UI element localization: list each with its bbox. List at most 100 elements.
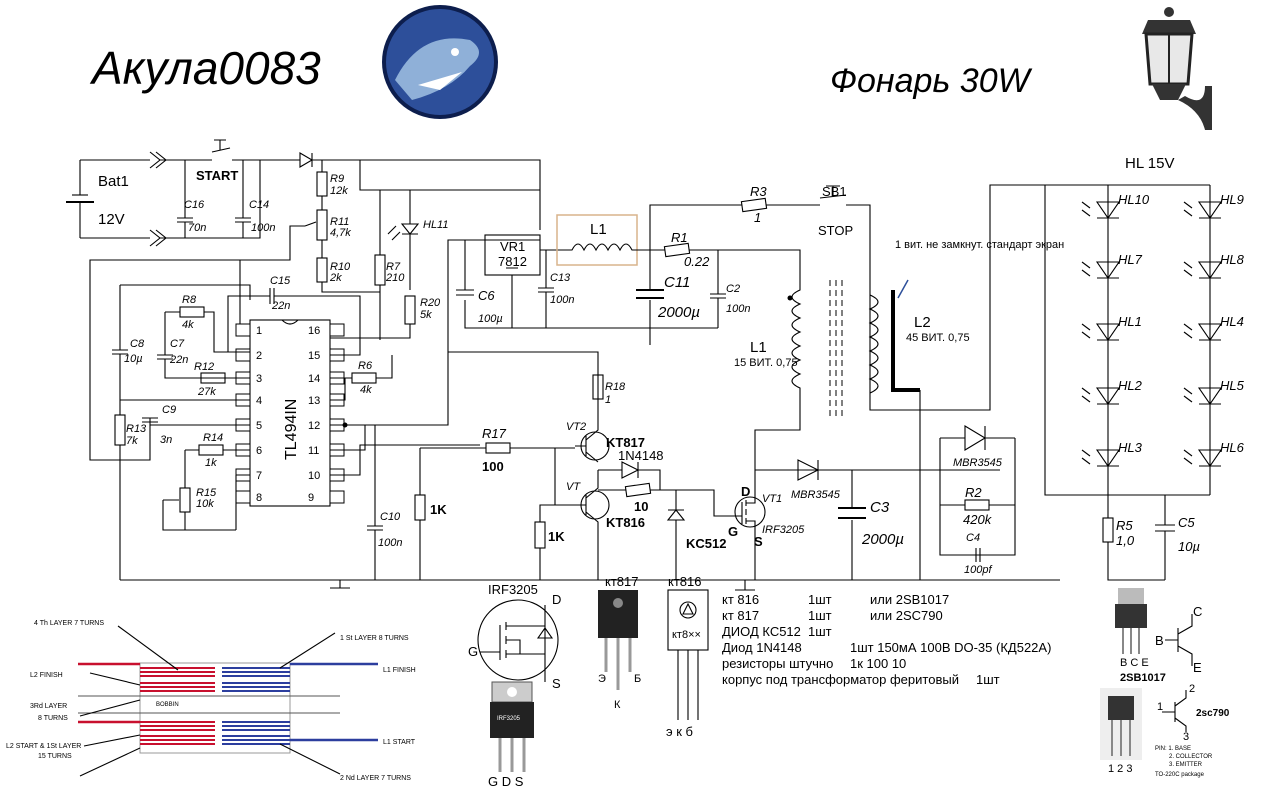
svg-text:4 Th LAYER 7 TURNS: 4 Th LAYER 7 TURNS (34, 620, 104, 627)
svg-text:VT2: VT2 (566, 421, 586, 433)
svg-text:15 ВИТ. 0,75: 15 ВИТ. 0,75 (734, 357, 798, 369)
led-hl8: HL8 (1183, 252, 1245, 279)
led-hl5: HL5 (1183, 378, 1245, 405)
resistor-r14: R14 1k (184, 432, 250, 488)
resistor-r13: R13 7k (114, 414, 147, 580)
svg-text:SB1: SB1 (822, 184, 847, 199)
svg-text:5k: 5k (420, 309, 432, 321)
svg-text:R7: R7 (386, 261, 401, 273)
cap-c6: C6 100µ (456, 288, 503, 325)
svg-text:10k: 10k (196, 498, 214, 510)
chip-pin-number: 7 (256, 470, 262, 482)
svg-text:70n: 70n (188, 222, 206, 234)
led-hl3: HL3 (1081, 440, 1143, 467)
resistor-1k-b: 1K (534, 521, 565, 580)
diode-1n4148: 1N4148 (598, 448, 664, 490)
transformer-core (829, 280, 843, 420)
svg-text:R18: R18 (605, 381, 626, 393)
cap-c3: C3 2000µ (838, 499, 904, 548)
svg-text:D: D (552, 592, 561, 607)
svg-text:L2 FINISH: L2 FINISH (30, 672, 63, 679)
svg-text:1: 1 (1157, 701, 1163, 713)
resistor-r17: R17 100 (420, 426, 575, 474)
svg-text:IRF3205: IRF3205 (488, 582, 538, 597)
svg-text:HL1: HL1 (1118, 314, 1142, 329)
parts-list-item: ДИОД КС512 (722, 624, 801, 639)
svg-text:VT: VT (566, 481, 581, 493)
chip-pin-number: 10 (308, 470, 320, 482)
resistor-r3: R3 1 (649, 184, 810, 250)
connector-top-icon (149, 151, 167, 169)
chip-pin-number: 5 (256, 420, 262, 432)
chip-pin-number: 13 (308, 395, 320, 407)
svg-text:R9: R9 (330, 173, 344, 185)
mosfet-vt1: VT1 IRF3205 D G S (728, 470, 805, 580)
bobbin-label: BOBBIN (156, 702, 179, 708)
svg-text:К: К (614, 699, 621, 711)
parts-list-qty: 1к 100 10 (850, 656, 906, 671)
svg-text:100µ: 100µ (478, 313, 503, 325)
svg-text:KT816: KT816 (606, 515, 645, 530)
chip-pin-left (235, 490, 251, 504)
svg-text:100n: 100n (726, 303, 750, 315)
zener-kc512: KC512 (666, 490, 726, 580)
svg-text:KT817: KT817 (606, 435, 645, 450)
irf3205-pinout: IRF3205 D G S IRF3205 G D S (468, 582, 561, 789)
transistor-vt2: VT2 KT817 (566, 360, 645, 463)
svg-text:C13: C13 (550, 272, 571, 284)
wire-c8-top (119, 284, 251, 350)
svg-text:R10: R10 (330, 261, 351, 273)
resistor-r7: R7 210 (374, 190, 405, 340)
potentiometer-r11: R11 4,7k (304, 209, 351, 241)
svg-text:2: 2 (1189, 683, 1195, 695)
svg-text:1k: 1k (205, 457, 217, 469)
svg-text:1N4148: 1N4148 (618, 448, 664, 463)
svg-text:S: S (754, 534, 763, 549)
svg-text:R8: R8 (182, 294, 197, 306)
potentiometer-r15: R15 10k (162, 487, 236, 531)
cap-c13: C13 100n (538, 250, 574, 328)
chip-pin-left (235, 323, 251, 337)
parts-list-alt: или 2SB1017 (870, 592, 949, 607)
screen-note: 1 вит. не замкнут. стандарт экран (895, 239, 1064, 251)
input-wire-bottom (80, 160, 261, 239)
transistor-vt: VT KT816 (555, 470, 645, 580)
hl-group-label: HL 15V (1125, 155, 1174, 172)
svg-text:HL8: HL8 (1220, 252, 1245, 267)
svg-text:C9: C9 (162, 404, 176, 416)
svg-text:22n: 22n (169, 354, 188, 366)
chip-name: TL494IN (283, 399, 300, 460)
led-hl10: HL10 (1081, 192, 1150, 219)
svg-text:L2: L2 (914, 314, 931, 331)
svg-text:45 ВИТ. 0,75: 45 ВИТ. 0,75 (906, 332, 970, 344)
svg-text:2. COLLECTOR: 2. COLLECTOR (1169, 754, 1213, 760)
svg-text:VR1: VR1 (500, 239, 525, 254)
chip-pin-number: 6 (256, 445, 262, 457)
svg-text:R5: R5 (1116, 518, 1133, 533)
svg-text:100pf: 100pf (964, 564, 992, 576)
svg-text:10: 10 (634, 499, 648, 514)
svg-text:R6: R6 (358, 360, 373, 372)
chip-pin-right (329, 323, 345, 337)
kt817-pinout: кт817 Э Б К (598, 574, 641, 711)
svg-text:15 TURNS: 15 TURNS (38, 753, 72, 760)
cap-c2: C2 100n (710, 250, 750, 328)
cap-c15: C15 22n (227, 275, 361, 356)
svg-text:HL11: HL11 (423, 219, 448, 231)
svg-text:R17: R17 (482, 426, 507, 441)
svg-text:IRF3205: IRF3205 (497, 716, 521, 722)
parts-list-item: кт 816 (722, 592, 759, 607)
svg-text:KC512: KC512 (686, 536, 726, 551)
svg-text:L1: L1 (590, 221, 607, 238)
svg-text:22n: 22n (271, 300, 290, 312)
wire-l2-top (869, 184, 1045, 411)
svg-text:R3: R3 (750, 184, 767, 199)
svg-text:100n: 100n (550, 294, 574, 306)
svg-text:START: START (196, 168, 238, 183)
svg-text:кт817: кт817 (605, 574, 638, 589)
svg-text:кт8××: кт8×× (672, 629, 701, 641)
svg-text:L1 START: L1 START (383, 739, 416, 746)
chip-pin-number: 3 (256, 373, 262, 385)
